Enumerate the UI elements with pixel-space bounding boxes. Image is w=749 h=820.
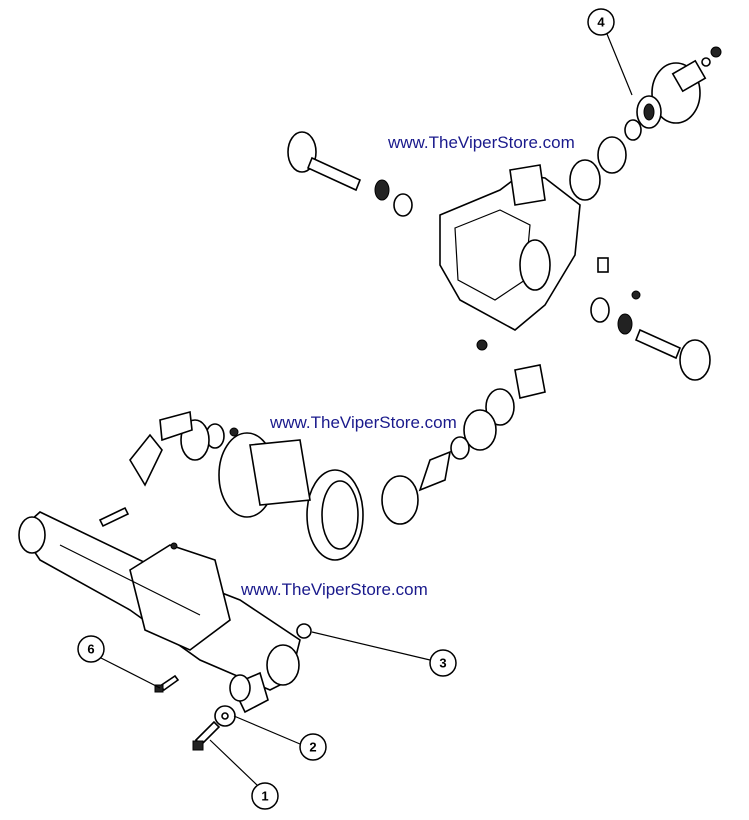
nut	[296, 623, 312, 639]
leader-lines	[100, 33, 633, 786]
differential-housing	[439, 164, 581, 331]
differential-case	[159, 410, 311, 518]
pinion-flange	[651, 46, 722, 124]
callout-1: 1	[251, 782, 279, 810]
callout-3: 3	[429, 649, 457, 677]
callout-6: 6	[77, 635, 105, 663]
svg-text:1: 1	[261, 789, 268, 804]
right-axle-shaft	[476, 257, 711, 381]
callout-4: 4	[587, 8, 615, 36]
ring-gear	[306, 469, 364, 561]
fastener-parts	[154, 623, 312, 751]
watermark-text: www.TheViperStore.com	[241, 580, 428, 599]
svg-text:3: 3	[439, 656, 446, 671]
svg-text:2: 2	[309, 740, 316, 755]
left-axle-shaft	[287, 131, 413, 217]
bearing-cap	[98, 433, 163, 528]
rear-crossmember	[18, 511, 301, 691]
pinion-bearing-parts	[569, 95, 662, 201]
pinion-gear-and-bearings	[381, 364, 546, 525]
svg-text:6: 6	[87, 642, 94, 657]
svg-text:4: 4	[597, 15, 605, 30]
callout-2: 2	[299, 733, 327, 761]
watermark-text: www.TheViperStore.com	[388, 133, 575, 152]
watermark-text: www.TheViperStore.com	[270, 413, 457, 432]
